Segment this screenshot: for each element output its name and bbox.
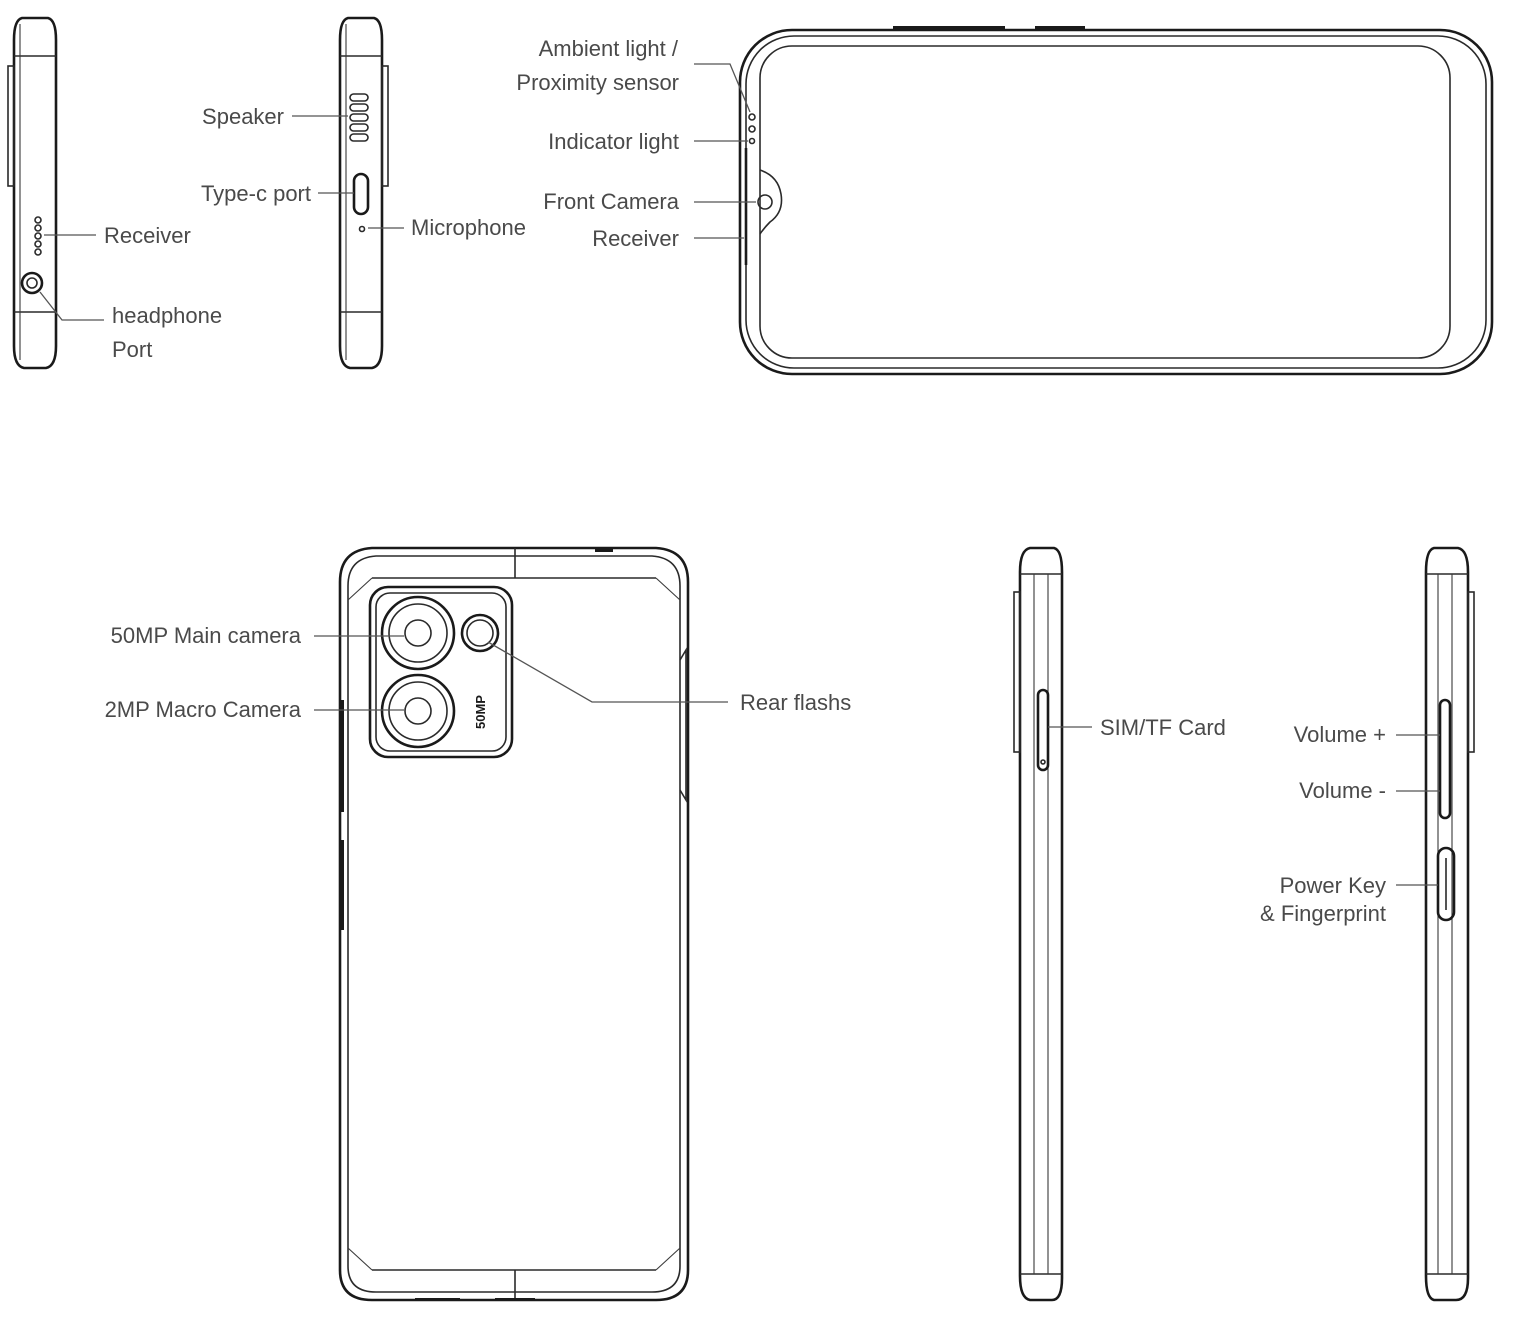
label-ambient-line2: Proximity sensor	[516, 70, 679, 95]
power-key	[1436, 846, 1456, 922]
label-front-camera: Front Camera	[543, 189, 679, 214]
front-camera	[757, 194, 773, 210]
label-microphone: Microphone	[411, 215, 526, 240]
label-headphone-line2: Port	[112, 337, 152, 362]
label-macro-camera: 2MP Macro Camera	[105, 697, 302, 722]
label-receiver-front: Receiver	[592, 226, 679, 251]
label-power-line2: & Fingerprint	[1260, 901, 1386, 926]
phone-top-edge-view	[7, 16, 58, 370]
phone-bottom-edge-view	[338, 16, 389, 370]
ambient-proximity-sensor	[748, 113, 756, 133]
phone-back-view: 50MP	[338, 546, 690, 1302]
volume-rocker	[1438, 698, 1452, 820]
indicator-light	[748, 137, 756, 145]
camera-module: 50MP	[368, 585, 514, 759]
main-camera-lens	[380, 595, 456, 671]
label-headphone-line1: headphone	[112, 303, 222, 328]
phone-left-side-view	[1013, 546, 1064, 1302]
label-volume-down: Volume -	[1299, 778, 1386, 803]
front-camera-notch	[759, 169, 783, 235]
phone-front-view	[738, 26, 1494, 376]
label-ambient-line1: Ambient light /	[539, 36, 679, 61]
camera-badge: 50MP	[473, 695, 488, 729]
type-c-port	[352, 172, 370, 216]
macro-camera-lens	[380, 673, 456, 749]
label-indicator-light: Indicator light	[548, 129, 679, 154]
rear-flash	[460, 613, 500, 653]
sim-tray	[1036, 688, 1050, 772]
label-rear-flash: Rear flashs	[740, 690, 851, 715]
label-type-c-port: Type-c port	[201, 181, 311, 206]
label-power-line1: Power Key	[1280, 873, 1386, 898]
headphone-port	[20, 271, 44, 295]
label-volume-up: Volume +	[1294, 722, 1386, 747]
phone-right-side-view	[1424, 546, 1475, 1302]
label-main-camera: 50MP Main camera	[111, 623, 302, 648]
labels: Speaker Type-c port Receiver Microphone …	[104, 36, 1386, 926]
label-sim-card: SIM/TF Card	[1100, 715, 1226, 740]
label-receiver-side: Receiver	[104, 223, 191, 248]
speaker-grille	[349, 93, 369, 142]
microphone-hole	[358, 225, 366, 233]
label-speaker: Speaker	[202, 104, 284, 129]
receiver-grille	[34, 216, 42, 256]
leader-lines	[39, 63, 1440, 886]
